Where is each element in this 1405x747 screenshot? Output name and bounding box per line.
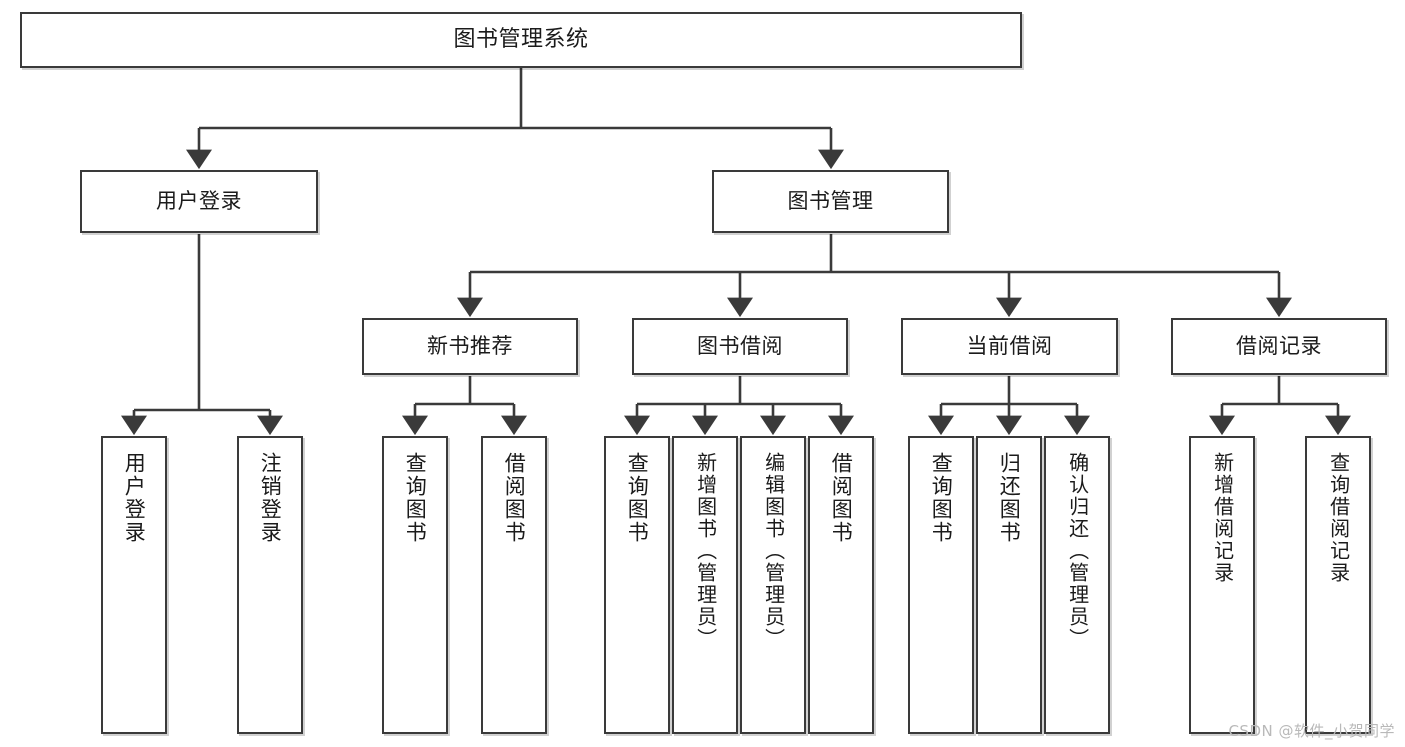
leaf-query-book-2[interactable]: 查询图书 xyxy=(604,436,670,734)
node-user-login[interactable]: 用户登录 xyxy=(80,170,318,233)
leaf-confirm-return-admin[interactable]: 确认归还（管理员） xyxy=(1044,436,1110,734)
node-label: 用户登录 xyxy=(122,452,147,544)
node-label: 查询图书 xyxy=(403,452,428,544)
node-label: 注销登录 xyxy=(258,452,283,544)
leaf-return-book[interactable]: 归还图书 xyxy=(976,436,1042,734)
leaf-user-login[interactable]: 用户登录 xyxy=(101,436,167,734)
node-book-manage[interactable]: 图书管理 xyxy=(712,170,949,233)
node-label: 图书管理系统 xyxy=(453,27,589,53)
node-label: 借阅记录 xyxy=(1236,334,1322,359)
leaf-borrow-book-2[interactable]: 借阅图书 xyxy=(808,436,874,734)
leaf-edit-book-admin[interactable]: 编辑图书（管理员） xyxy=(740,436,806,734)
node-label: 借阅图书 xyxy=(829,452,854,544)
node-book-borrow[interactable]: 图书借阅 xyxy=(632,318,848,375)
leaf-query-book-3[interactable]: 查询图书 xyxy=(908,436,974,734)
leaf-borrow-book-1[interactable]: 借阅图书 xyxy=(481,436,547,734)
node-label: 查询图书 xyxy=(929,452,954,544)
node-label: 用户登录 xyxy=(156,189,242,214)
node-label: 借阅图书 xyxy=(502,452,527,544)
csdn-watermark: CSDN @软件_小贺同学 xyxy=(1228,722,1395,740)
node-label: 确认归还（管理员） xyxy=(1065,452,1090,650)
leaf-add-book-admin[interactable]: 新增图书（管理员） xyxy=(672,436,738,734)
node-new-book-recommend[interactable]: 新书推荐 xyxy=(362,318,578,375)
node-label: 当前借阅 xyxy=(966,334,1053,359)
node-root-system[interactable]: 图书管理系统 xyxy=(20,12,1022,68)
leaf-logout[interactable]: 注销登录 xyxy=(237,436,303,734)
node-current-borrow[interactable]: 当前借阅 xyxy=(901,318,1118,375)
node-label: 编辑图书（管理员） xyxy=(761,452,786,650)
node-label: 新增图书（管理员） xyxy=(693,452,718,650)
node-label: 图书借阅 xyxy=(697,334,783,359)
node-label: 查询图书 xyxy=(625,452,650,544)
node-label: 归还图书 xyxy=(997,452,1022,544)
node-borrow-record[interactable]: 借阅记录 xyxy=(1171,318,1387,375)
node-label: 查询借阅记录 xyxy=(1326,452,1351,584)
leaf-query-book-1[interactable]: 查询图书 xyxy=(382,436,448,734)
node-label: 新书推荐 xyxy=(427,334,513,359)
node-label: 新增借阅记录 xyxy=(1210,452,1235,584)
leaf-add-borrow-record[interactable]: 新增借阅记录 xyxy=(1189,436,1255,734)
node-label: 图书管理 xyxy=(787,189,874,214)
leaf-query-borrow-record[interactable]: 查询借阅记录 xyxy=(1305,436,1371,734)
